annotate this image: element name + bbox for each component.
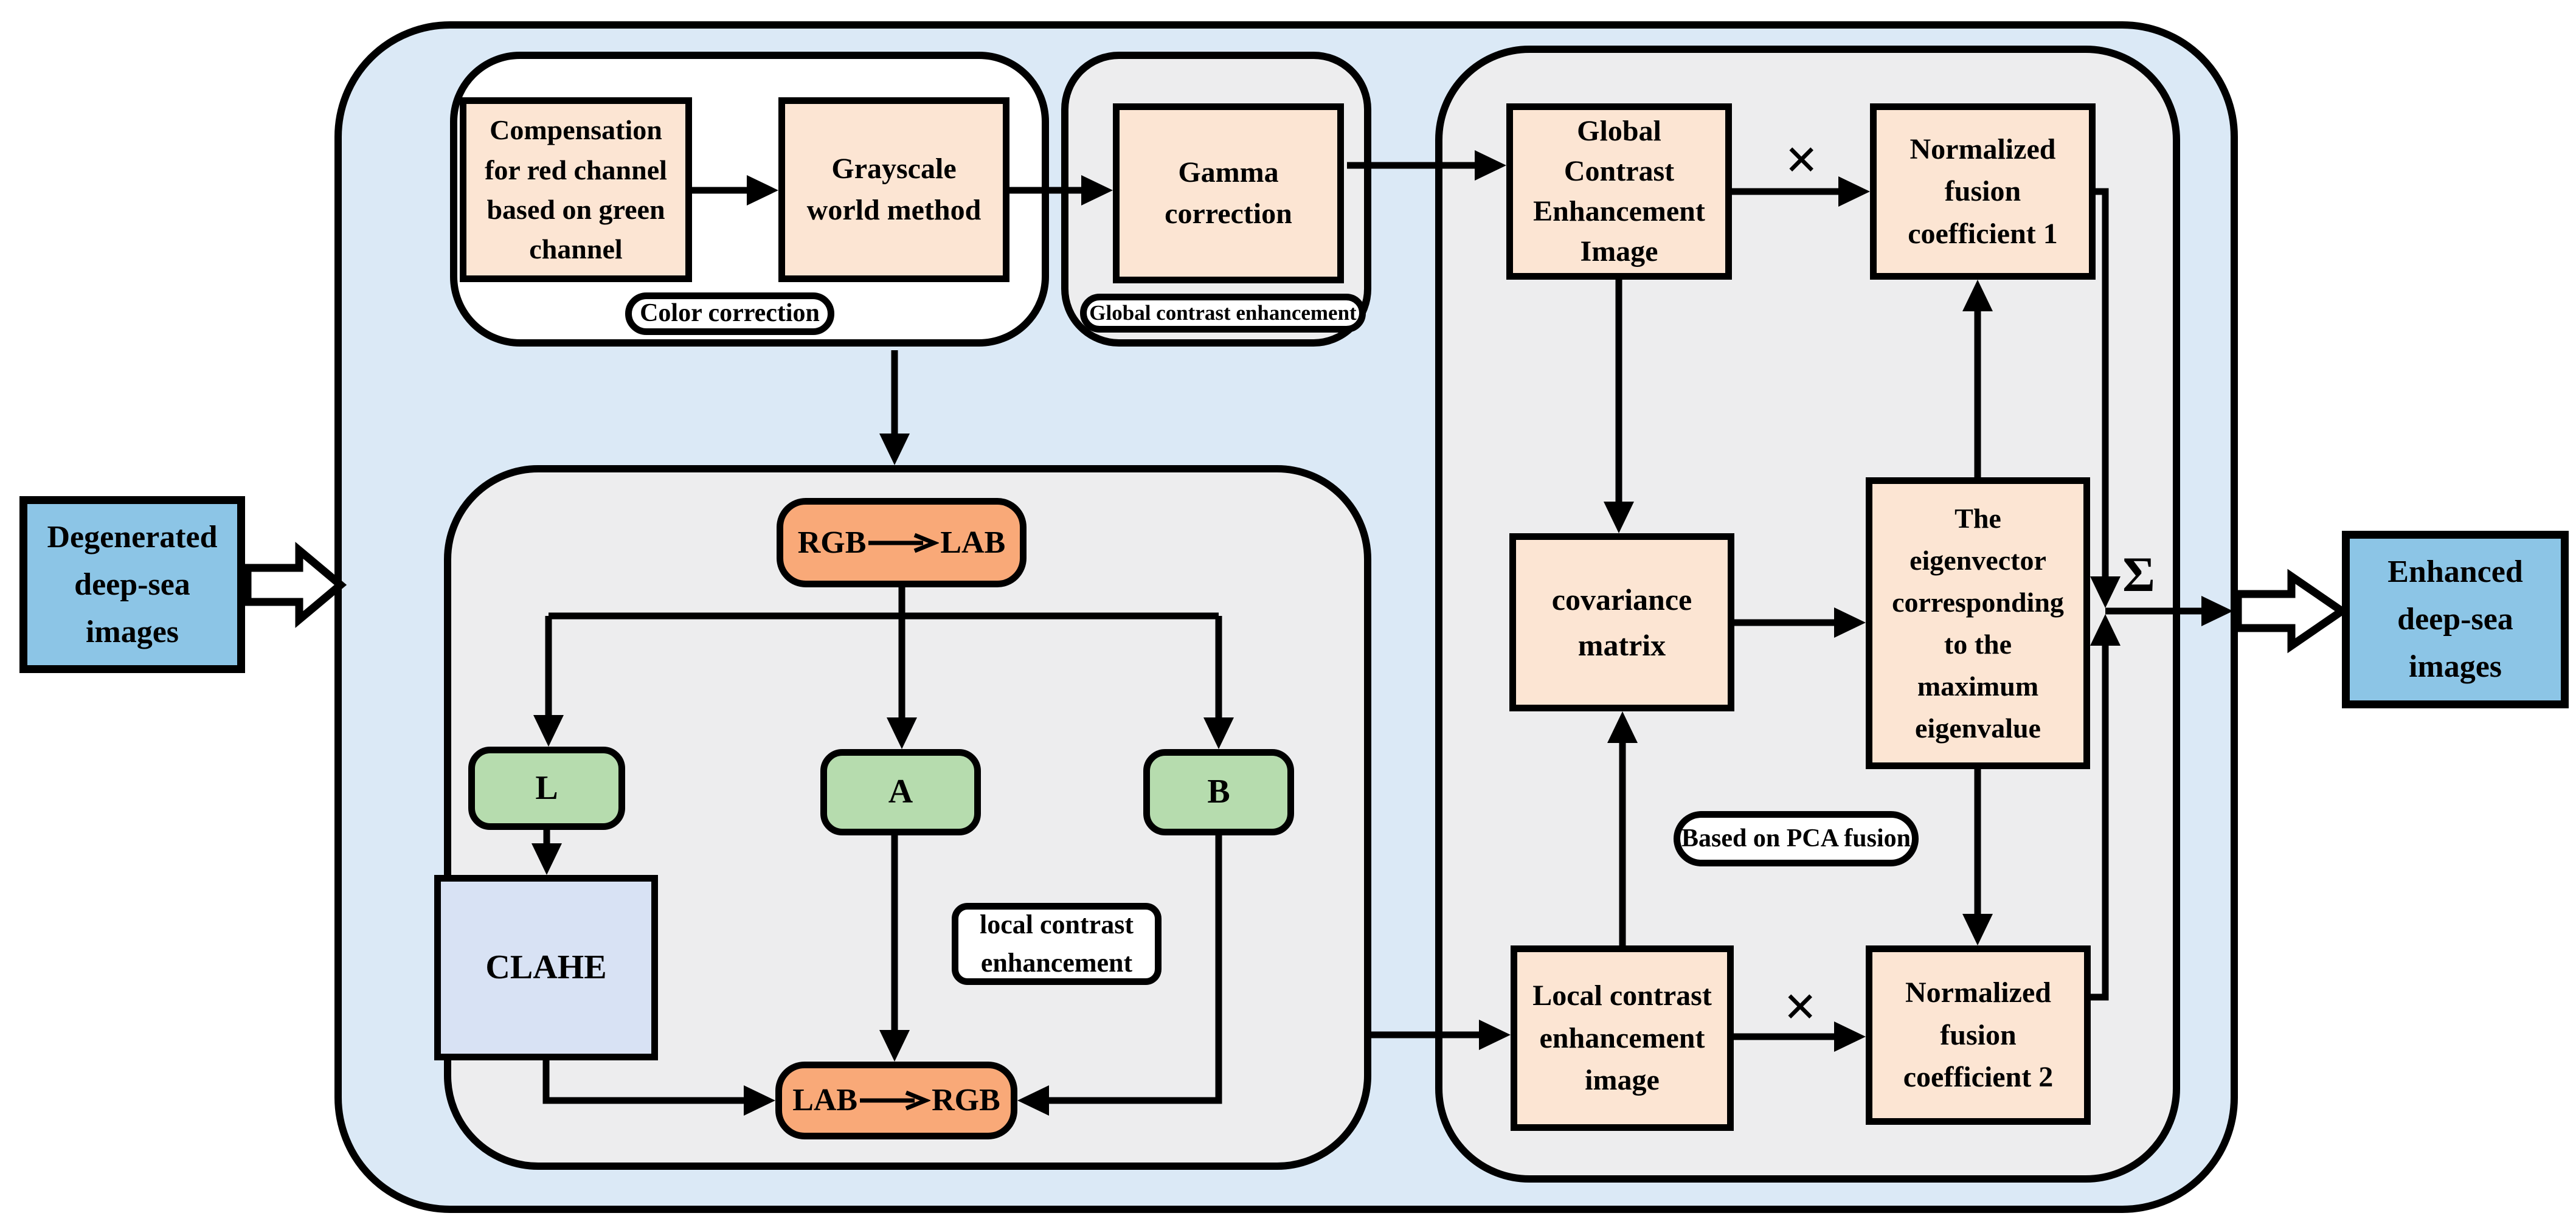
- arrow-lcei-to-nfc2: [1734, 1021, 1866, 1052]
- eigenvector-label: The eigenvector corresponding to the max…: [1892, 503, 2064, 744]
- normalized-fusion-coefficient-2-label: Normalized fusion coefficient 2: [1903, 976, 2054, 1094]
- arrow-compensation-to-grayscale: [692, 175, 778, 206]
- compensation-red-channel-box: Compensation for red channel based on gr…: [460, 97, 692, 282]
- arrow-b-to-lab2rgb: [1017, 835, 1222, 1116]
- multiply-symbol-bottom-glyph: ×: [1784, 974, 1817, 1039]
- rgb-to-lab-box: RGB LAB: [777, 498, 1027, 587]
- channel-b-label: B: [1207, 773, 1230, 811]
- channel-l-box: L: [468, 747, 625, 830]
- arrow-covariance-to-eigenvector: [1734, 607, 1866, 638]
- rgb-to-lab-from: RGB: [797, 525, 867, 560]
- lab-to-rgb-from: LAB: [792, 1083, 858, 1118]
- long-arrow-icon: [860, 1090, 931, 1111]
- arrow-l-to-clahe: [531, 830, 562, 875]
- multiply-symbol-bottom: ×: [1765, 972, 1835, 1042]
- lab-to-rgb-to: RGB: [932, 1083, 1000, 1118]
- local-contrast-enhancement-tag: local contrast enhancement: [952, 903, 1162, 985]
- sum-symbol-glyph: Σ: [2122, 546, 2155, 602]
- input-degenerated-images-box: Degenerated deep-sea images: [19, 496, 245, 673]
- arrow-gcei-to-covariance: [1604, 280, 1634, 533]
- local-contrast-enhancement-image-box: Local contrast enhancement image: [1511, 945, 1734, 1131]
- output-block-arrow: [2234, 568, 2349, 654]
- normalized-fusion-coefficient-1-box: Normalized fusion coefficient 1: [1870, 103, 2096, 280]
- grayscale-world-method-label: Grayscale world method: [806, 152, 982, 226]
- multiply-symbol-top: ×: [1767, 125, 1837, 195]
- compensation-red-channel-label: Compensation for red channel based on gr…: [485, 114, 667, 265]
- lab-to-rgb-box: LAB RGB: [775, 1062, 1017, 1139]
- normalized-fusion-coefficient-2-box: Normalized fusion coefficient 2: [1866, 945, 2091, 1125]
- global-contrast-enhancement-tag-label: Global contrast enhancement: [1089, 301, 1357, 325]
- channel-b-box: B: [1143, 749, 1294, 835]
- branch-rgb2lab-to-lab: [533, 587, 1234, 749]
- eigenvector-box: The eigenvector corresponding to the max…: [1866, 477, 2090, 769]
- connector-nfc1-to-sum: [2090, 188, 2121, 608]
- channel-a-label: A: [888, 773, 913, 811]
- arrow-a-to-lab2rgb: [879, 835, 910, 1062]
- multiply-symbol-top-glyph: ×: [1785, 127, 1818, 192]
- global-contrast-enhancement-image-box: Global Contrast Enhancement Image: [1506, 103, 1732, 280]
- color-correction-tag-label: Color correction: [640, 299, 820, 328]
- arrow-eigenvector-to-nfc1: [1962, 280, 1993, 477]
- based-on-pca-fusion-tag: Based on PCA fusion: [1674, 811, 1919, 866]
- connector-nfc2-to-sum: [2090, 614, 2121, 1001]
- color-correction-tag: Color correction: [625, 292, 834, 335]
- global-contrast-enhancement-image-label: Global Contrast Enhancement Image: [1533, 114, 1705, 268]
- arrow-grayscale-down-to-local-panel: [879, 350, 910, 465]
- arrow-clahe-to-lab2rgb: [542, 1060, 775, 1116]
- grayscale-world-method-box: Grayscale world method: [778, 97, 1009, 282]
- clahe-label: CLAHE: [485, 948, 607, 986]
- covariance-matrix-label: covariance matrix: [1551, 582, 1692, 662]
- arrow-lcei-to-covariance: [1607, 711, 1638, 945]
- input-degenerated-images-label: Degenerated deep-sea images: [47, 519, 218, 649]
- input-block-arrow: [243, 542, 347, 628]
- arrow-gcei-to-nfc1: [1732, 176, 1870, 207]
- long-arrow-icon: [868, 533, 940, 553]
- gamma-correction-label: Gamma correction: [1165, 156, 1292, 230]
- rgb-to-lab-to: LAB: [940, 525, 1006, 560]
- based-on-pca-fusion-tag-label: Based on PCA fusion: [1681, 824, 1911, 852]
- output-enhanced-images-label: Enhanced deep-sea images: [2387, 555, 2523, 684]
- output-enhanced-images-box: Enhanced deep-sea images: [2342, 531, 2569, 708]
- arrow-sum-to-output: [2105, 596, 2233, 626]
- normalized-fusion-coefficient-1-label: Normalized fusion coefficient 1: [1908, 133, 2058, 250]
- local-contrast-enhancement-image-label: Local contrast enhancement image: [1532, 980, 1712, 1097]
- covariance-matrix-box: covariance matrix: [1509, 533, 1734, 711]
- arrow-eigenvector-to-nfc2: [1962, 769, 1993, 945]
- gamma-correction-box: Gamma correction: [1113, 103, 1344, 283]
- arrow-grayscale-to-gamma: [1009, 175, 1113, 206]
- arrow-gamma-to-gcei: [1347, 150, 1506, 181]
- channel-l-label: L: [535, 769, 558, 807]
- channel-a-box: A: [820, 749, 981, 835]
- arrow-local-panel-to-lcei: [1371, 1020, 1511, 1050]
- sum-symbol: Σ: [2105, 541, 2172, 608]
- local-contrast-enhancement-tag-label: local contrast enhancement: [980, 910, 1134, 978]
- global-contrast-enhancement-tag: Global contrast enhancement: [1080, 294, 1366, 333]
- clahe-box: CLAHE: [434, 875, 658, 1060]
